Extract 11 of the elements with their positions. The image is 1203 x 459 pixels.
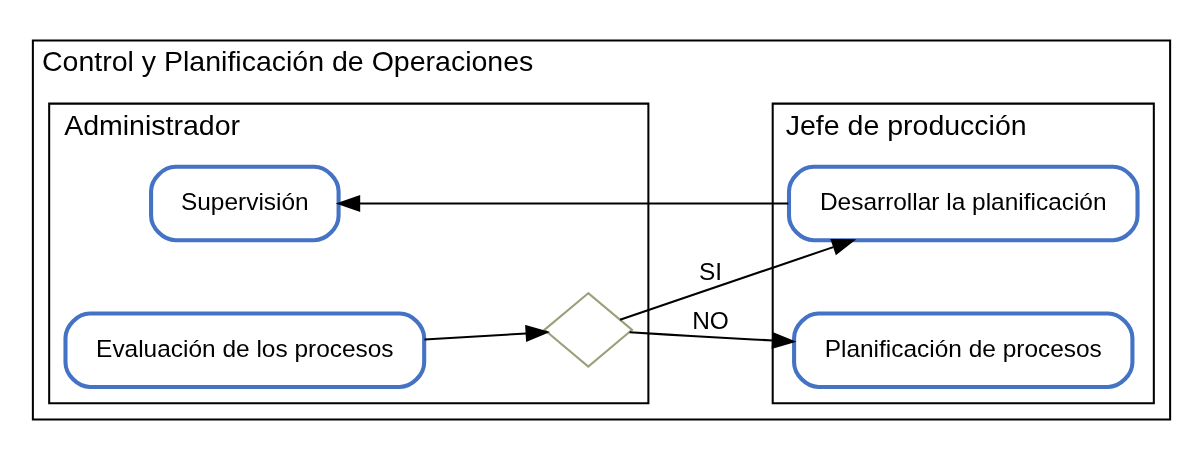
arrow [335, 194, 789, 212]
node-box: Desarrollar la planificación [786, 164, 1140, 242]
arrow [629, 330, 797, 349]
edge-label: NO [692, 306, 729, 334]
arrow [619, 238, 857, 321]
node-box: Planificación de procesos [792, 311, 1135, 389]
node-diamond [542, 291, 634, 368]
arrow [424, 324, 551, 342]
node-box: Supervisión [149, 164, 341, 242]
node-box: Evaluación de los procesos [63, 311, 427, 389]
edge-label: SI [698, 257, 723, 285]
